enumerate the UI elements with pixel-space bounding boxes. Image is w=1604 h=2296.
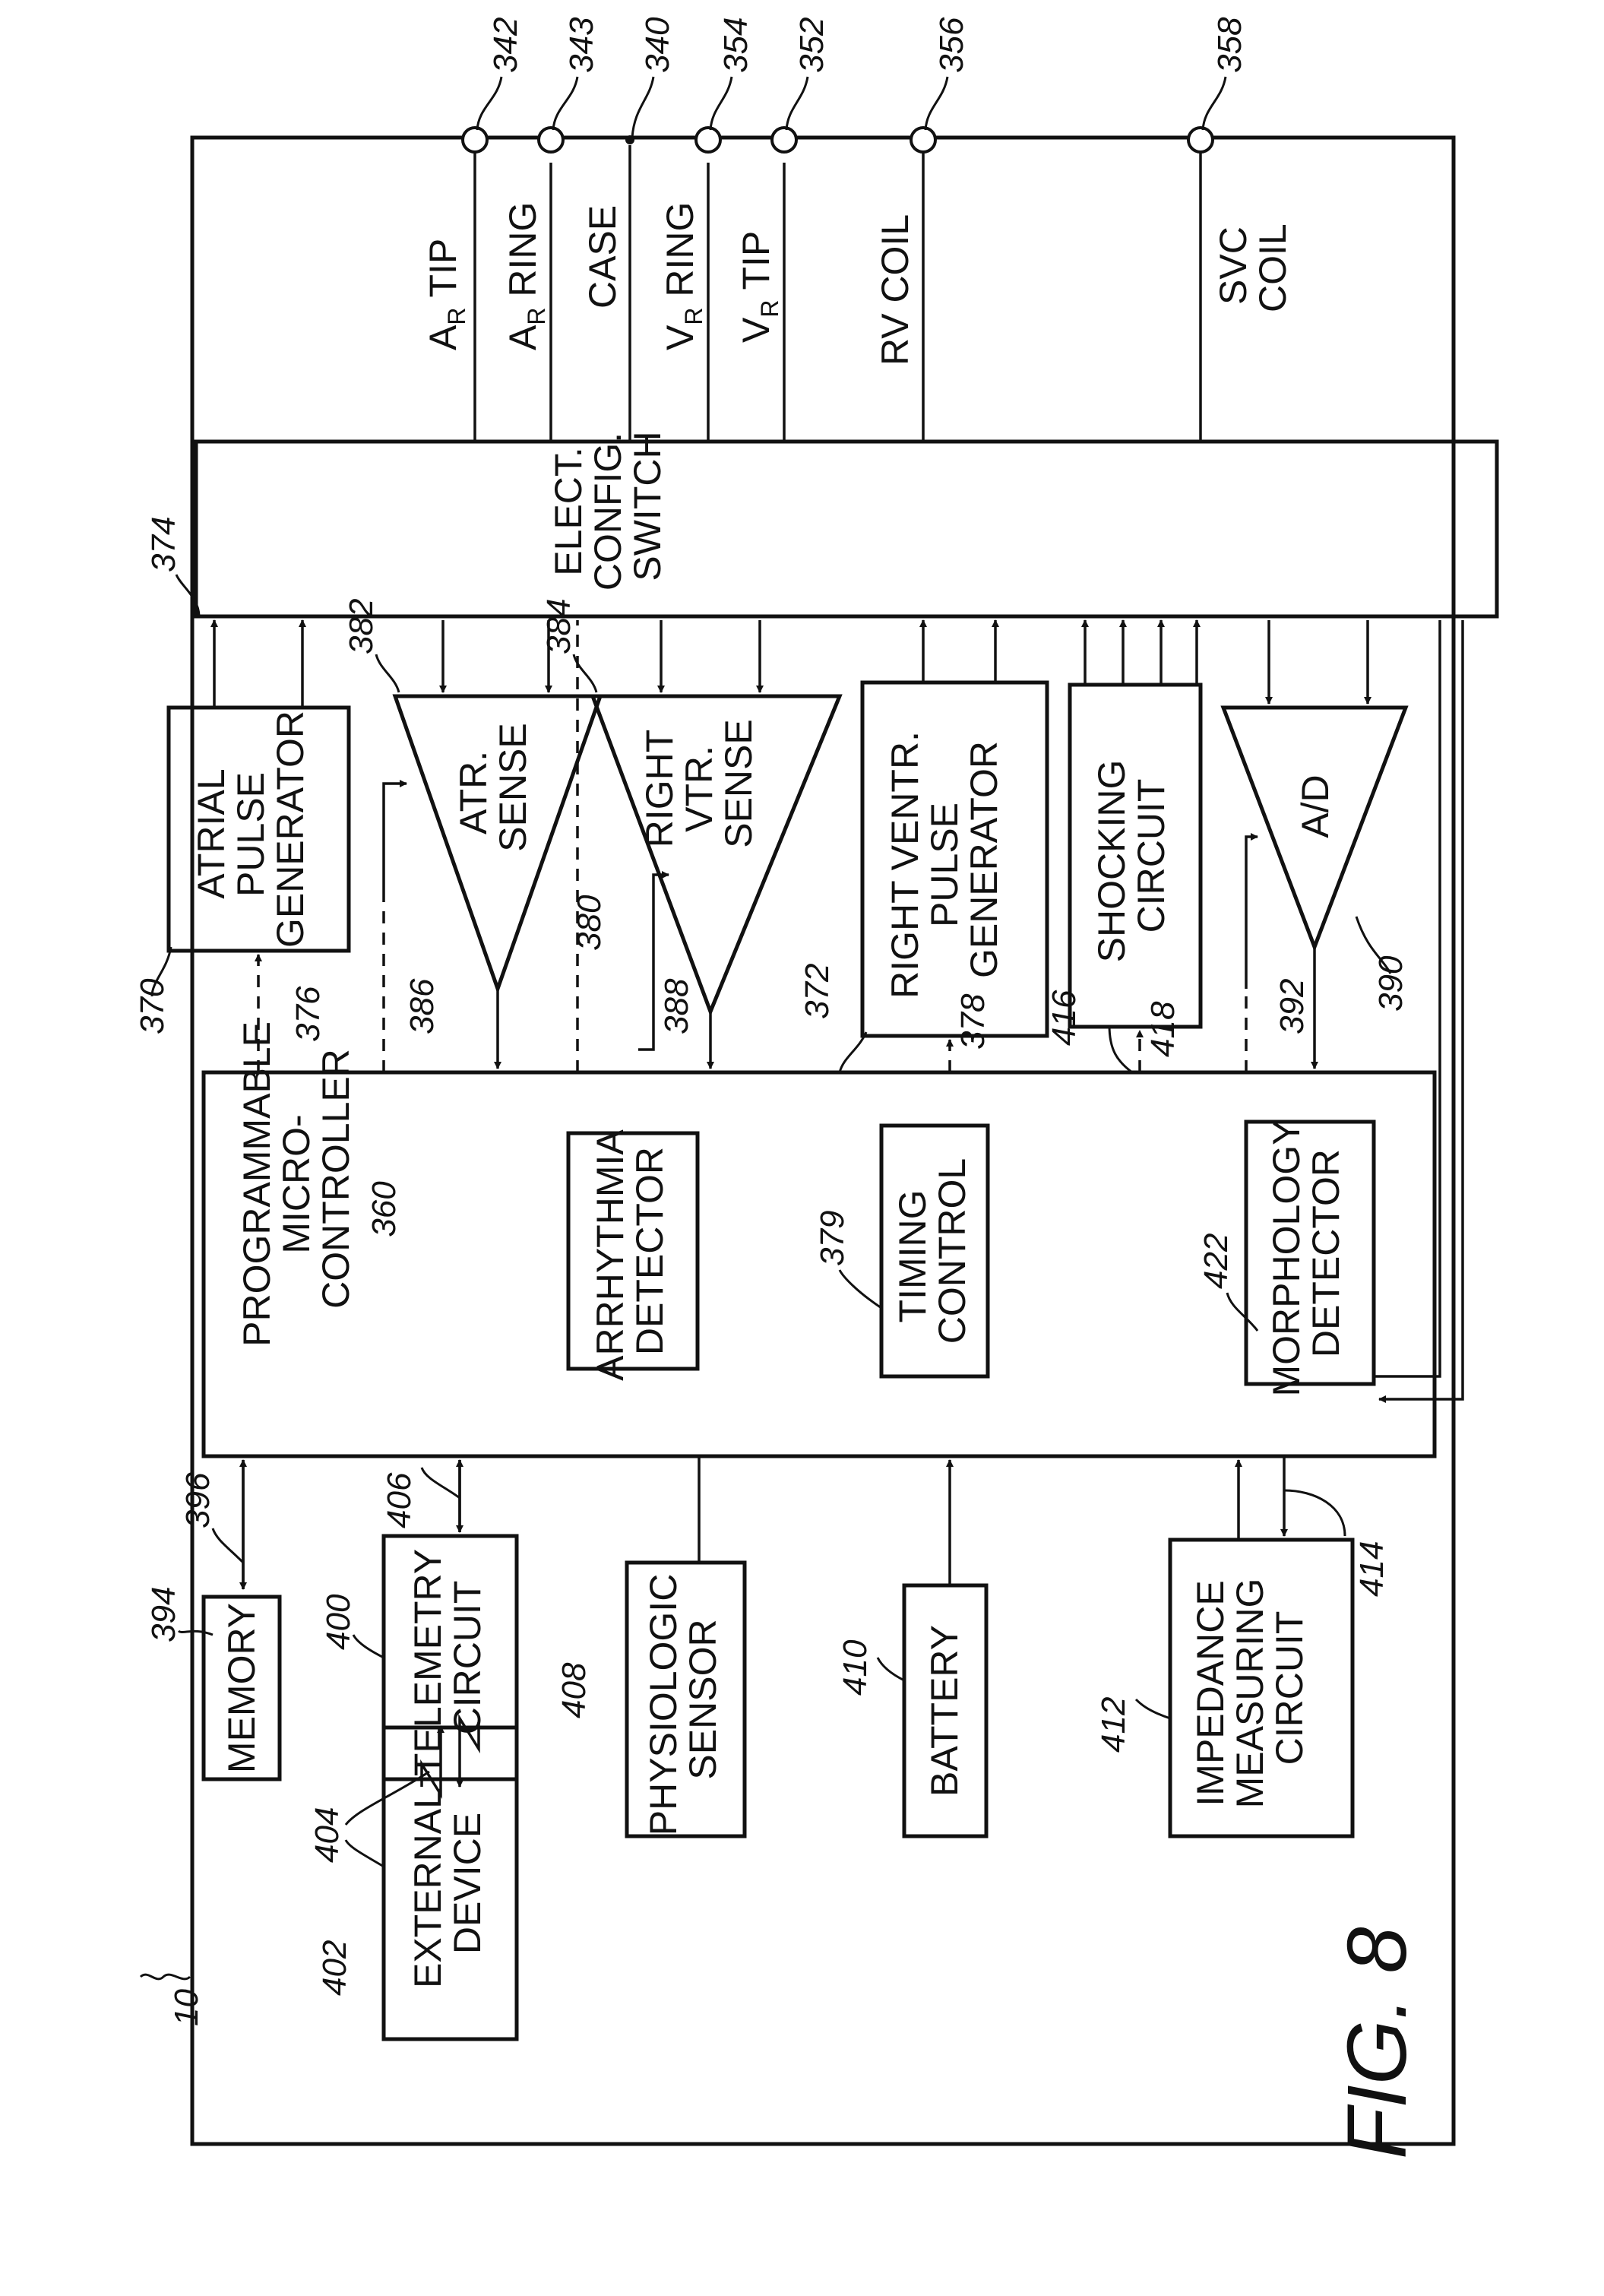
terminal-vr-tip-label: VR TIP [735,231,783,343]
physiologic-sensor-label: PHYSIOLOGIC SENSOR [642,1563,724,1835]
switch-label: ELECT. CONFIG. SWITCH [547,422,669,591]
terminal-343-node [539,128,563,152]
atrial-pulse-generator-ref: 370 [134,978,171,1034]
terminal-leaders [477,77,1226,138]
ad-converter-ref: 390 [1372,955,1409,1012]
right-vtr-sense-label: RIGHT VTR. SENSE [638,719,760,848]
terminal-343-ref: 343 [563,17,600,73]
terminal-svc-coil-label: SVCCOIL [1212,223,1294,312]
timing-control-ref: 379 [814,1211,851,1266]
electrode-config-switch [196,442,1497,616]
terminal-342-ref: 342 [487,17,524,73]
right-vtr-sense-ref: 384 [540,599,577,654]
terminal-vr-ring-label: VR RING [659,202,707,350]
device-ref-leader [141,1975,190,1979]
terminal-ar-ring-label: AR RING [501,202,550,350]
atrial-sense-label: ATR. SENSE [452,723,534,852]
atrial-control-ref: 376 [289,986,327,1042]
terminal-354-ref: 354 [717,17,755,73]
terminal-354-node [696,128,720,152]
ad-control-ref: 392 [1273,979,1311,1034]
arrhythmia-detector-label: ARRHYTHMIA DETECTOR [589,1121,671,1381]
terminal-358-ref: 358 [1211,17,1248,73]
impedance-circuit-ref: 412 [1095,1697,1132,1753]
device-ref: 10 [168,1989,205,2026]
terminal-rv-coil-label: RV COIL [874,214,916,366]
device-housing [192,138,1454,2144]
dash-380-ref: 380 [571,895,608,951]
terminal-352-ref: 352 [793,17,830,73]
ad-ctrl-arrow [1246,837,1258,989]
memory-label: MEMORY [220,1603,263,1773]
impedance-bus-ref: 414 [1353,1541,1390,1597]
battery-label: BATTERY [923,1625,966,1797]
terminal-case-label: CASE [581,205,624,309]
figure-title: FIG. 8 [1330,1927,1424,2159]
external-device-ref: 402 [316,1940,353,1996]
right-ventr-pulse-generator-label: RIGHT VENTR. PULSE GENERATOR [884,720,1005,999]
shocking-circuit-label: SHOCKING CIRCUIT [1090,749,1172,963]
terminal-ar-tip-label: AR TIP [422,239,470,350]
memory-bus-ref: 396 [179,1472,217,1528]
telemetry-bus-ref: 406 [381,1472,418,1528]
terminal-352-node [772,128,796,152]
switch-ref: 374 [145,517,182,572]
right-ventr-pulse-generator-ref: 372 [799,964,836,1019]
microcontroller-label: PROGRAMMABLE MICRO- CONTROLLER [236,1011,357,1347]
terminal-340-ref: 340 [639,17,676,73]
terminal-356-node [911,128,935,152]
rv-sense-ctrl-ref: 388 [658,978,695,1034]
shocking-circuit-ref: 416 [1046,990,1083,1046]
ad-converter-label: A/D [1294,774,1337,838]
external-device-label: EXTERNAL DEVICE [407,1778,489,1988]
telemetry-circuit-ref: 400 [320,1594,357,1650]
microcontroller-ref: 360 [365,1181,403,1237]
terminal-358-node [1188,128,1213,152]
morphology-detector-label: MORPHOLOGY DETECTOR [1265,1110,1347,1397]
rv-control-ref: 378 [954,993,992,1050]
atrial-pulse-generator-label: ATRIAL PULSE GENERATOR [190,711,312,948]
atr-sense-ctrl-ref: 386 [403,978,441,1034]
impedance-circuit-label: IMPEDANCE MEASURING CIRCUIT [1189,1568,1311,1809]
atr-sense-ctrl-arrow [384,784,407,898]
telemetry-circuit-label: TELEMETRY CIRCUIT [407,1539,489,1776]
terminal-nodes [463,128,1213,152]
morphology-detector-ref: 422 [1197,1234,1235,1289]
terminal-356-ref: 356 [933,17,970,73]
battery-ref: 410 [837,1639,874,1696]
memory-ref: 394 [145,1587,182,1642]
physiologic-sensor-ref: 408 [555,1662,593,1718]
shock-control-ref: 418 [1144,1001,1182,1057]
timing-control-label: TIMING CONTROL [891,1158,973,1344]
comm-link-ref: 404 [308,1807,346,1863]
atrial-sense-ref: 382 [343,599,380,654]
terminal-342-node [463,128,487,152]
